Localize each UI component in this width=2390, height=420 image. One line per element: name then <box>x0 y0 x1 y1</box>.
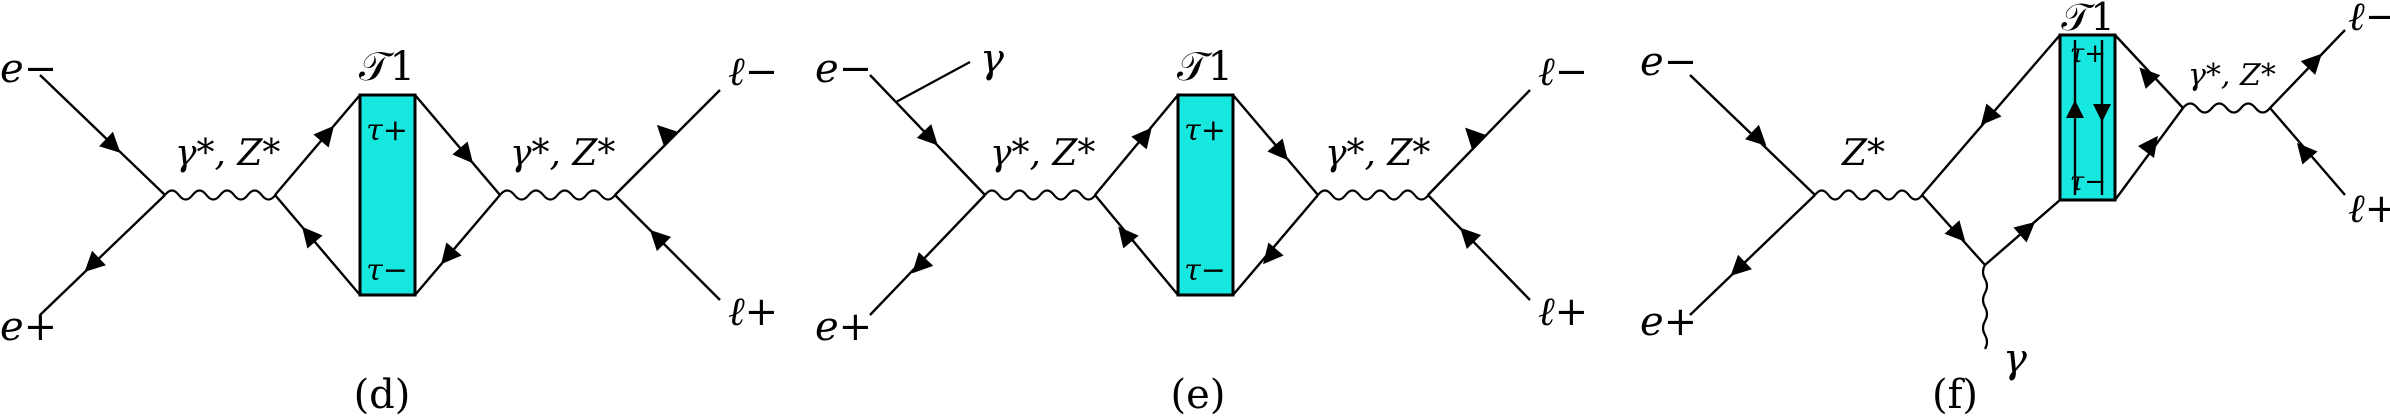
arrow-icon <box>656 124 679 147</box>
label-tau-plus: τ+ <box>2070 39 2106 69</box>
tau-plus-line-in <box>1094 94 1179 196</box>
panel-d: e− e+ γ*, Z* γ*, Z* ℓ− ℓ+ 𝒯1 τ+ τ− (d) <box>0 44 778 418</box>
arrow-icon <box>1745 124 1767 146</box>
positron-line <box>869 194 986 316</box>
label-lepton-plus: ℓ+ <box>728 289 778 335</box>
label-photon: γ <box>980 36 1004 82</box>
lepton-minus-line <box>1427 89 1531 196</box>
arrow-icon <box>99 131 121 153</box>
tau-blob <box>1176 93 1235 297</box>
panel-e: e− γ e+ γ*, Z* γ*, Z* ℓ− ℓ+ 𝒯1 τ+ τ− (e) <box>815 36 1588 418</box>
arrow-icon <box>2093 104 2111 122</box>
label-blob: 𝒯1 <box>1177 44 1233 90</box>
arrow-icon <box>1730 254 1752 276</box>
tau-plus-line-out <box>414 94 501 196</box>
arrow-icon <box>2066 100 2084 118</box>
caption-d: (d) <box>354 372 411 418</box>
tau-minus-line-in <box>1094 194 1179 296</box>
arrow-icon <box>2013 221 2036 243</box>
label-boson-right: γ*, Z* <box>2188 58 2276 93</box>
label-lepton-minus: ℓ− <box>1538 49 1588 95</box>
arrow-icon <box>1267 138 1288 161</box>
arrow-icon <box>2300 53 2322 75</box>
label-blob: 𝒯1 <box>359 44 415 90</box>
label-tau-minus: τ− <box>366 253 408 288</box>
label-e-plus: e+ <box>1640 299 1697 345</box>
caption-f: (f) <box>1932 372 1978 418</box>
boson-propagator-left <box>164 189 277 201</box>
panel-f: e− e+ Z* γ*, Z* γ ℓ− ℓ+ 𝒯1 τ+ τ− (f) <box>1640 0 2390 418</box>
tau-minus-line-out <box>414 194 501 296</box>
label-tau-minus: τ− <box>1184 253 1226 288</box>
label-e-minus: e− <box>1640 39 1697 85</box>
arrow-icon <box>1944 220 1966 242</box>
label-lepton-minus: ℓ− <box>728 49 778 95</box>
label-tau-minus: τ− <box>2070 167 2106 197</box>
arrow-icon <box>1263 242 1284 265</box>
photon-line <box>895 61 971 103</box>
label-e-minus: e− <box>0 46 57 92</box>
arrow-icon <box>313 125 334 148</box>
label-photon: γ <box>2003 336 2027 382</box>
arrow-icon <box>2137 135 2158 158</box>
caption-e: (e) <box>1171 372 1226 418</box>
arrow-icon <box>2139 67 2161 89</box>
arrow-icon <box>84 250 106 272</box>
label-lepton-minus: ℓ− <box>2348 0 2390 40</box>
photon-line <box>1981 264 1989 350</box>
boson-propagator-right <box>499 189 617 201</box>
label-e-plus: e+ <box>0 304 57 350</box>
tau-plus-line-in <box>274 94 361 196</box>
arrow-icon <box>441 242 462 265</box>
arrow-icon <box>1131 127 1152 150</box>
tau-minus-line-out <box>1232 194 1319 296</box>
lepton-plus-line <box>614 194 721 301</box>
electron-line <box>39 74 166 196</box>
label-e-plus: e+ <box>815 304 872 350</box>
boson-propagator-right <box>1317 189 1430 201</box>
tau-blob <box>358 93 417 297</box>
boson-propagator-left <box>984 189 1097 201</box>
label-boson-left: Z* <box>1841 133 1885 174</box>
arrow-icon <box>2296 142 2318 165</box>
arrow-icon <box>912 252 934 274</box>
arrow-icon <box>1980 103 2002 126</box>
arrow-icon <box>1118 226 1139 249</box>
label-e-minus: e− <box>815 46 872 92</box>
arrow-icon <box>1465 127 1487 149</box>
tau-minus-line-in <box>274 194 361 296</box>
arrow-icon <box>916 124 938 146</box>
boson-propagator-left <box>1814 189 1924 201</box>
label-boson-right: γ*, Z* <box>510 133 615 174</box>
arrow-icon <box>1460 227 1482 249</box>
label-blob: 𝒯1 <box>2061 0 2114 39</box>
positron-line <box>39 194 166 316</box>
lepton-minus-line <box>2269 29 2346 109</box>
label-boson-left: γ*, Z* <box>175 133 280 174</box>
positron-line <box>1689 194 1816 316</box>
lepton-plus-line <box>1427 194 1531 301</box>
label-boson-right: γ*, Z* <box>1325 133 1430 174</box>
label-tau-plus: τ+ <box>366 113 408 148</box>
arrow-icon <box>302 226 323 249</box>
boson-propagator-right <box>2182 102 2271 114</box>
label-boson-left: γ*, Z* <box>990 133 1095 174</box>
label-lepton-plus: ℓ+ <box>1538 289 1588 335</box>
label-lepton-plus: ℓ+ <box>2348 186 2390 232</box>
arrow-icon <box>649 229 672 252</box>
arrow-icon <box>452 141 473 164</box>
label-tau-plus: τ+ <box>1184 113 1226 148</box>
